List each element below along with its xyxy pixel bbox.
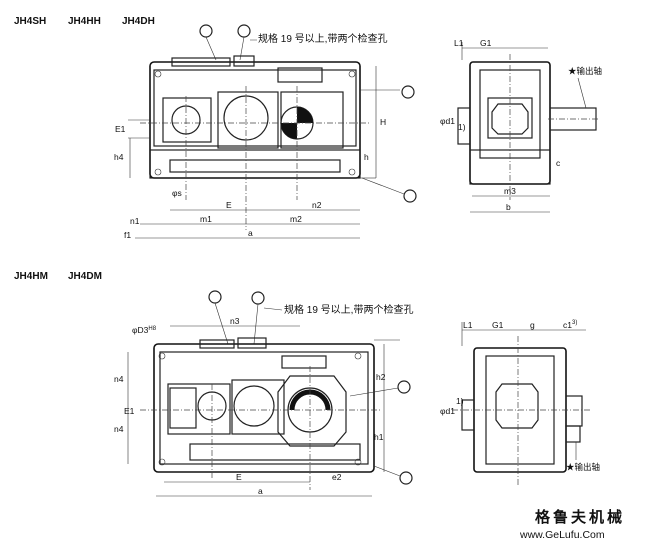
label-e2-bottom: e2 bbox=[332, 472, 342, 482]
label-e-bottom: E bbox=[236, 472, 242, 482]
label-n3-bottom: n3 bbox=[230, 316, 240, 326]
label-g1-bottom: G1 bbox=[492, 320, 504, 330]
inspection-note-top: 规格 19 号以上,带两个检查孔 bbox=[258, 32, 387, 45]
label-f1-top: f1 bbox=[124, 230, 131, 240]
label-l1-bottom: L1 bbox=[463, 320, 473, 330]
output-shaft-label-top: ★输出轴 bbox=[568, 66, 602, 76]
label-d1-bottom: φd1 bbox=[440, 406, 455, 416]
output-shaft-label-bottom: ★输出轴 bbox=[566, 462, 600, 472]
label-g1-top: G1 bbox=[480, 38, 492, 48]
label-h1-bottom: h1 bbox=[374, 432, 384, 442]
label-s-top: φs bbox=[172, 188, 182, 198]
label-n1-top: n1 bbox=[130, 216, 140, 226]
label-l1-top: L1 bbox=[454, 38, 464, 48]
front-view-bottom bbox=[140, 337, 380, 490]
label-m2-top: m2 bbox=[290, 214, 302, 224]
side-view-bottom: L1 G1 g c13) φd1 1) ★输出轴 bbox=[440, 320, 600, 486]
label-b-top: b bbox=[506, 202, 511, 212]
bottom-section: JH4HM JH4DM 规格 19 号以上,带两个检查孔 bbox=[14, 271, 600, 497]
callout-symbol-2 bbox=[237, 24, 251, 38]
label-a-top: a bbox=[248, 228, 253, 238]
label-footnote-1-bottom: 1) bbox=[456, 396, 464, 406]
label-a-bottom: a bbox=[258, 486, 263, 496]
inspection-note-bottom: 规格 19 号以上,带两个检查孔 bbox=[284, 303, 413, 316]
label-e1-bottom: E1 bbox=[124, 406, 135, 416]
callout-symbol-6 bbox=[251, 291, 265, 305]
label-m3-top: m3 bbox=[504, 186, 516, 196]
label-d1-top: φd1 bbox=[440, 116, 455, 126]
label-m1-top: m1 bbox=[200, 214, 212, 224]
model-jh4dh: JH4DH bbox=[122, 16, 155, 27]
label-footnote-1-top: 1) bbox=[458, 122, 466, 132]
front-dimensions-top: E1 h4 φs E n2 n1 m1 m2 f1 a H h bbox=[114, 66, 417, 240]
callout-symbol-3 bbox=[401, 85, 415, 99]
label-n4-lower-bottom: n4 bbox=[114, 424, 124, 434]
model-jh4hh: JH4HH bbox=[68, 16, 101, 27]
watermark: 格鲁夫机械 www.GeLufu.Com bbox=[519, 508, 625, 541]
label-c-top: c bbox=[556, 158, 561, 168]
front-view-top bbox=[140, 55, 370, 230]
watermark-title: 格鲁夫机械 bbox=[535, 508, 625, 526]
watermark-url: www.GeLufu.Com bbox=[519, 529, 605, 541]
callout-symbol-1 bbox=[199, 24, 213, 38]
callout-symbol-7 bbox=[397, 380, 411, 394]
callout-symbol-8 bbox=[399, 471, 413, 485]
model-jh4sh: JH4SH bbox=[14, 16, 46, 27]
label-c1-bottom: c13) bbox=[563, 320, 577, 330]
label-e1-top: E1 bbox=[115, 124, 126, 134]
label-h-lower-top: h bbox=[364, 152, 369, 162]
label-h2-bottom: h2 bbox=[376, 372, 386, 382]
side-view-top: L1 G1 φd1 1) c m3 b ★输出轴 bbox=[440, 38, 602, 213]
label-h4-top: h4 bbox=[114, 152, 124, 162]
label-d3-bottom: φD3H8 bbox=[132, 325, 157, 335]
label-n4-upper-bottom: n4 bbox=[114, 374, 124, 384]
model-jh4dm: JH4DM bbox=[68, 271, 102, 282]
callout-symbol-5 bbox=[208, 290, 222, 304]
label-h-upper-top: H bbox=[380, 117, 386, 127]
label-e-top: E bbox=[226, 200, 232, 210]
front-dimensions-bottom: φD3H8 n3 n4 E1 n4 E e2 a h2 h1 bbox=[114, 316, 413, 497]
label-n2-top: n2 bbox=[312, 200, 322, 210]
callout-symbol-4 bbox=[403, 189, 417, 203]
label-g-bottom: g bbox=[530, 320, 535, 330]
top-section: JH4SH JH4HH JH4DH 规格 19 号以上,带两个检查孔 bbox=[14, 16, 602, 240]
model-jh4hm: JH4HM bbox=[14, 271, 48, 282]
